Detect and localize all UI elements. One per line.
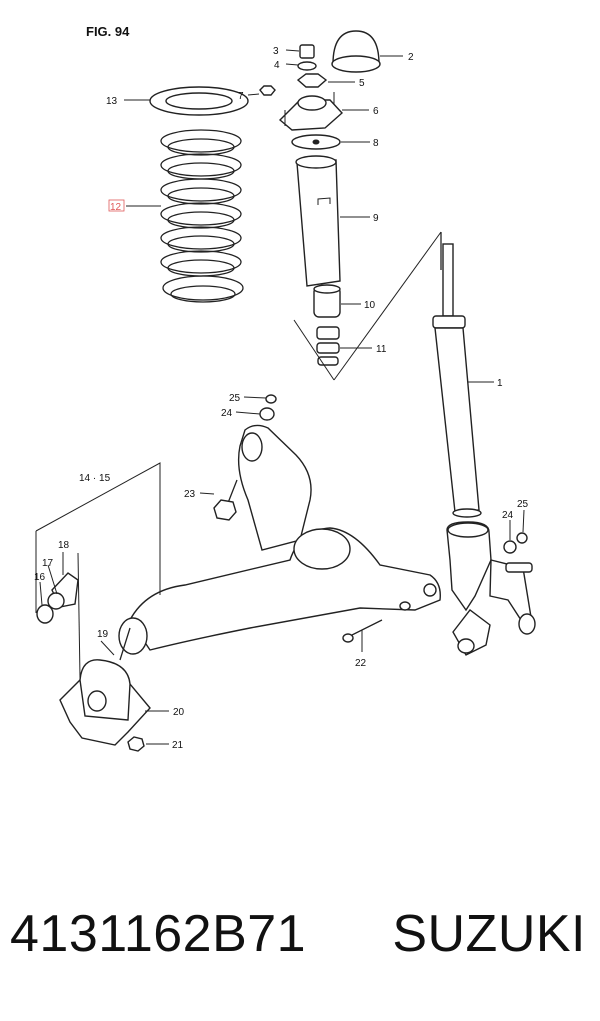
figure-title: FIG. 94 bbox=[86, 24, 130, 39]
nut-3 bbox=[299, 44, 315, 59]
bolt-21 bbox=[127, 736, 145, 752]
leader-bracket bbox=[333, 231, 442, 381]
caption-bar: 4131162B71 SUZUKI bbox=[0, 850, 600, 1021]
knuckle bbox=[446, 521, 536, 656]
callout-19: 19 bbox=[97, 629, 109, 640]
callout-24-upper: 24 bbox=[221, 408, 233, 419]
shock-absorber-1 bbox=[432, 232, 482, 518]
nut-7 bbox=[259, 85, 276, 96]
callout-8: 8 bbox=[373, 138, 379, 149]
bracket-20 bbox=[59, 659, 151, 746]
bolt-23 bbox=[213, 479, 238, 521]
cap-2 bbox=[331, 30, 381, 73]
leader-lines bbox=[35, 49, 525, 745]
callout-16: 16 bbox=[34, 572, 46, 583]
leader-bracket-left bbox=[293, 319, 335, 381]
washer-25-right bbox=[516, 532, 528, 544]
callout-24-right: 24 bbox=[502, 510, 514, 521]
callout-22: 22 bbox=[355, 658, 367, 669]
callout-25-upper: 25 bbox=[229, 393, 241, 404]
plate-5 bbox=[296, 73, 328, 88]
bolt-19 bbox=[119, 627, 131, 661]
callout-21: 21 bbox=[172, 740, 184, 751]
dust-boot-9 bbox=[295, 155, 341, 287]
bushing-16-17-18 bbox=[36, 572, 79, 624]
callout-14-15: 14 · 15 bbox=[79, 473, 111, 484]
callout-6: 6 bbox=[373, 106, 379, 117]
callout-1: 1 bbox=[497, 378, 503, 389]
parts-diagram: FIG. 94 bbox=[34, 24, 536, 752]
callout-2: 2 bbox=[408, 52, 414, 63]
callout-13: 13 bbox=[106, 96, 118, 107]
nut-24-right bbox=[503, 540, 517, 554]
callout-11: 11 bbox=[376, 344, 387, 355]
callout-25-right: 25 bbox=[517, 499, 529, 510]
washer-4 bbox=[297, 61, 317, 71]
callout-20: 20 bbox=[173, 707, 185, 718]
part-number: 4131162B71 bbox=[10, 905, 307, 963]
callout-4: 4 bbox=[274, 60, 280, 71]
bump-stop-11 bbox=[316, 326, 340, 366]
bolt-22 bbox=[342, 619, 383, 643]
brand-name: SUZUKI bbox=[392, 905, 586, 963]
callout-17: 17 bbox=[42, 558, 54, 569]
washer-8 bbox=[291, 134, 341, 150]
callout-labels: 3 4 2 5 7 6 8 9 13 12 10 11 1 25 24 23 2… bbox=[34, 46, 529, 751]
callout-5: 5 bbox=[359, 78, 365, 89]
washer-25-upper bbox=[265, 394, 277, 404]
nut-24-upper bbox=[259, 407, 275, 421]
coil-spring-12 bbox=[160, 129, 244, 303]
callout-23: 23 bbox=[184, 489, 196, 500]
callout-9: 9 bbox=[373, 213, 379, 224]
lower-control-arm bbox=[118, 424, 441, 655]
callout-18: 18 bbox=[58, 540, 70, 551]
mount-6 bbox=[278, 92, 343, 131]
callout-3: 3 bbox=[273, 46, 279, 57]
callout-12: 12 bbox=[110, 202, 122, 213]
highlight-box-12 bbox=[108, 199, 125, 212]
spring-seat-13 bbox=[149, 86, 249, 116]
callout-7: 7 bbox=[238, 91, 244, 102]
callout-10: 10 bbox=[364, 300, 376, 311]
bump-stop-10 bbox=[313, 284, 341, 318]
